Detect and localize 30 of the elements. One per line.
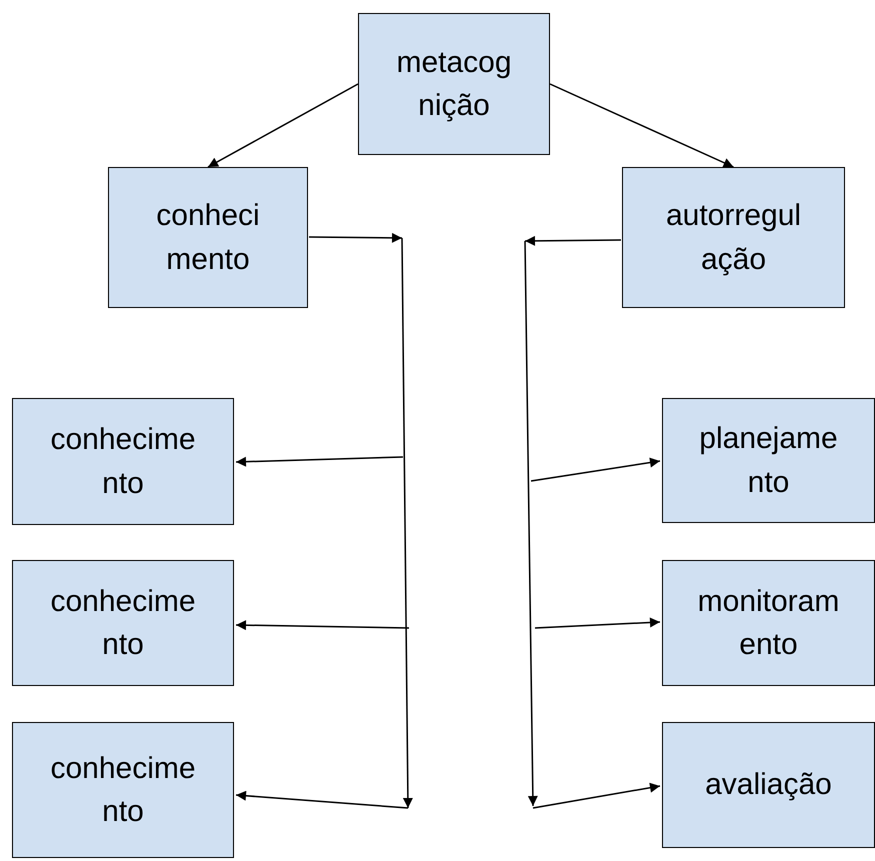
arrow: [525, 236, 621, 246]
arrow: [401, 238, 413, 808]
concept-box: [662, 722, 875, 848]
arrow: [208, 83, 358, 168]
arrow: [532, 782, 660, 809]
concept-box: [622, 167, 845, 308]
concept-label: autorregulação: [664, 198, 802, 278]
concept-box: [12, 722, 234, 858]
concept-box: [662, 560, 875, 686]
concept-box: [662, 398, 875, 523]
concept-label: planejamento: [698, 421, 839, 500]
concept-label: conhecimento: [49, 750, 197, 830]
concept-label: conhecimento: [49, 584, 197, 663]
concept-label: metacognição: [395, 44, 513, 124]
concept-label: conhecimento: [49, 422, 197, 502]
concept-box: [358, 13, 550, 155]
arrow: [530, 458, 660, 482]
arrow: [309, 232, 402, 243]
arrow: [236, 456, 404, 467]
concept-label: avaliação: [704, 767, 833, 804]
arrow: [236, 790, 408, 809]
concept-label: monitoramento: [696, 584, 840, 663]
concept-label: conhecimento: [155, 198, 261, 278]
arrow: [236, 620, 410, 630]
arrow: [534, 617, 660, 629]
concept-box: [12, 560, 234, 686]
concept-box: [108, 167, 308, 308]
arrow: [524, 240, 538, 806]
concept-box: [12, 398, 234, 525]
arrow: [550, 83, 734, 168]
